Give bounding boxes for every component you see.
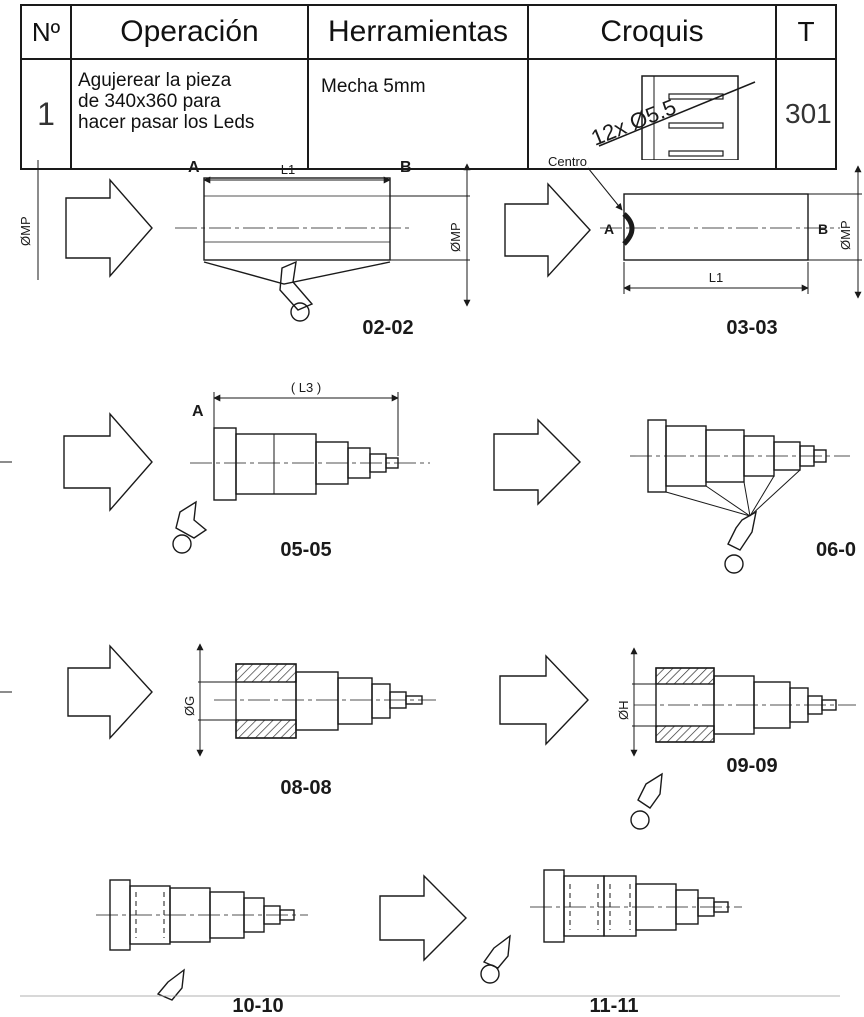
tool-holder-icon (172, 534, 192, 554)
op-06-code: 06-0 (816, 539, 856, 561)
taper-lines (665, 469, 801, 517)
op-03-point-b: B (818, 221, 828, 237)
op-02-length-label: L1 (281, 162, 295, 177)
op-03-center-label: Centro (548, 154, 587, 169)
op-08-diagram (0, 643, 436, 757)
op-09-code: 09-09 (726, 755, 777, 777)
op-02-left-diameter-label: ØMP (18, 216, 33, 246)
op-10-diagram (96, 879, 308, 1001)
row-operation: Agujerear la pieza de 340x360 para hacer… (70, 58, 309, 170)
header-sketch: Croquis (527, 4, 777, 60)
op-02-point-a: A (188, 159, 200, 176)
sketch-part-outline (641, 75, 739, 160)
row-number: 1 (20, 58, 72, 170)
op-09-diameter-label: ØH (616, 701, 631, 721)
hatched-section-bottom (655, 725, 715, 743)
op-05-diagram (0, 392, 430, 554)
process-arrow-icon (493, 418, 581, 506)
header-tools: Herramientas (307, 4, 529, 60)
op-03-diagram (504, 165, 862, 299)
op-06-diagram (493, 418, 850, 574)
step-3 (603, 875, 637, 937)
step-4 (371, 683, 391, 719)
op-11-diagram (379, 869, 742, 984)
operation-line-1: Agujerear la pieza (78, 70, 232, 91)
process-arrow-icon (379, 874, 467, 962)
op-02-diagram (37, 160, 471, 322)
step-2 (235, 433, 317, 495)
op-03-diameter-label: ØMP (838, 220, 853, 250)
cutting-tool-icon (279, 260, 314, 311)
operation-line-3: hacer pasar los Leds (78, 112, 255, 133)
cutting-tool-icon (156, 968, 185, 1001)
process-arrow-icon (63, 412, 153, 512)
tool-holder-icon (724, 554, 744, 574)
sketch-hole-2 (668, 122, 724, 129)
process-arrow-icon (499, 654, 589, 746)
chamfer-lines (203, 261, 391, 285)
tool-holder-icon (290, 302, 310, 322)
hatched-section-bottom (235, 719, 297, 739)
op-05-length-label: ( L3 ) (291, 380, 321, 395)
op-05-point-a: A (192, 403, 204, 420)
row-tools: Mecha 5mm (307, 58, 529, 170)
process-arrow-icon (65, 178, 153, 278)
operations-table: Nº Operación Herramientas Croquis T 1 Ag… (20, 4, 837, 170)
cutting-tool-icon (482, 934, 511, 969)
tool-holder-icon (480, 964, 500, 984)
op-03-point-a: A (604, 221, 614, 237)
center-leader-line (587, 167, 623, 211)
op-08-diameter-label: ØG (182, 696, 197, 716)
op-03-code: 03-03 (726, 317, 777, 339)
sketch-drawing: 12x Ø5.5 (588, 75, 756, 160)
op-08-code: 08-08 (280, 777, 331, 799)
step-1 (543, 869, 565, 943)
cutting-tool-icon (637, 772, 663, 809)
workpiece-body (623, 193, 809, 261)
op-05-code: 05-05 (280, 539, 331, 561)
step-1 (213, 427, 237, 501)
table-row: 1 Agujerear la pieza de 340x360 para hac… (20, 58, 837, 170)
process-arrow-icon (67, 644, 153, 740)
tool-holder-icon (630, 810, 650, 830)
step-3 (337, 677, 373, 725)
op-03-length-label: L1 (709, 270, 723, 285)
sketch-leader-line (598, 81, 756, 147)
sketch-hole-3 (668, 150, 724, 157)
cutting-tool-icon (175, 500, 208, 539)
hatched-section-top (655, 667, 715, 685)
op-10-code: 10-10 (232, 995, 283, 1017)
header-time: T (775, 4, 837, 60)
header-operation: Operación (70, 4, 309, 60)
op-02-diameter-label: ØMP (448, 222, 463, 252)
center-drill-mark (622, 212, 635, 246)
op-02-point-b: B (400, 159, 412, 176)
op-11-code: 11-11 (590, 995, 639, 1017)
op-09-diagram (499, 647, 856, 830)
row-sketch: 12x Ø5.5 (527, 58, 777, 170)
process-arrow-icon (504, 182, 591, 278)
workpiece-body (203, 177, 391, 261)
step-2 (295, 671, 339, 731)
table-header-row: Nº Operación Herramientas Croquis T (20, 4, 837, 60)
operation-line-2: de 340x360 para (78, 91, 221, 112)
row-time: 301 (775, 58, 837, 170)
op-02-code: 02-02 (362, 317, 413, 339)
header-number: Nº (20, 4, 72, 60)
cutting-tool-icon (727, 510, 757, 551)
hatched-section-top (235, 663, 297, 683)
sketch-hole-1 (668, 93, 724, 100)
